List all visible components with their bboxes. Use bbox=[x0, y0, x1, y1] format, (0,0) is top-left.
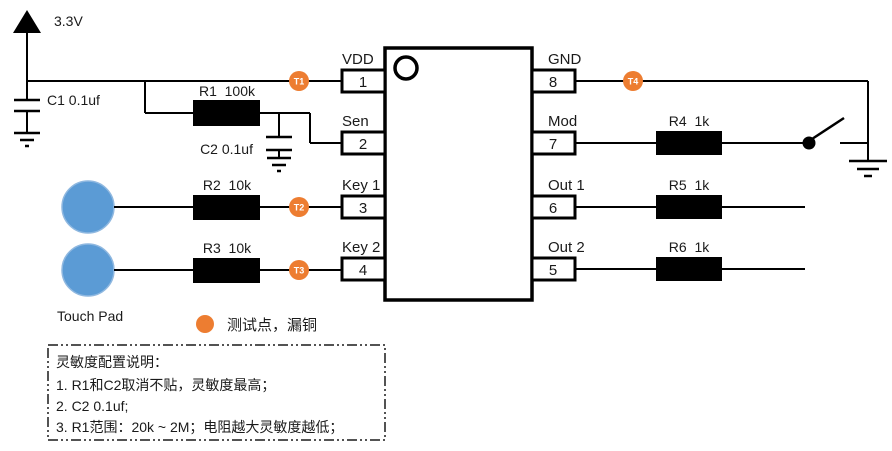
pin-number: 5 bbox=[549, 262, 557, 279]
power-supply-3v3: 3.3V bbox=[13, 10, 83, 81]
c2-label: C2 0.1uf bbox=[200, 141, 253, 157]
notes-line-3: 3. R1范围：20k ~ 2M；电阻越大灵敏度越低； bbox=[56, 419, 343, 436]
touch-pad-2 bbox=[61, 243, 115, 297]
test-point-icon bbox=[289, 197, 309, 217]
power-arrow-icon bbox=[13, 10, 41, 33]
key1-row: R2 10k bbox=[114, 177, 342, 220]
notes-line-2: 2. C2 0.1uf; bbox=[56, 398, 128, 414]
resistor-r3 bbox=[193, 258, 260, 283]
touch-pad-label: Touch Pad bbox=[57, 308, 123, 324]
touch-pad-1 bbox=[61, 180, 115, 234]
out2-row: R6 1k bbox=[575, 239, 805, 281]
resistor-r1-branch: R1 100k bbox=[144, 81, 342, 144]
pin-number: 8 bbox=[549, 74, 557, 91]
mod-row: R4 1k bbox=[575, 113, 868, 155]
test-point-label: T3 bbox=[294, 266, 305, 276]
resistor-r6 bbox=[656, 257, 722, 281]
r2-label: R2 10k bbox=[203, 177, 252, 193]
pin-number: 1 bbox=[359, 74, 367, 91]
test-point-label: T4 bbox=[628, 77, 639, 87]
test-point-t2: T2 bbox=[289, 197, 309, 217]
resistor-r4 bbox=[656, 131, 722, 155]
r3-label: R3 10k bbox=[203, 240, 252, 256]
test-point-label: T2 bbox=[294, 203, 305, 213]
switch bbox=[802, 116, 868, 150]
notes-title: 灵敏度配置说明： bbox=[56, 354, 168, 370]
capacitor-c2: C2 0.1uf bbox=[200, 113, 292, 173]
pin-sen: Sen 2 bbox=[340, 113, 387, 156]
pin-out1: Out 1 6 bbox=[530, 177, 585, 220]
ground-symbol bbox=[267, 156, 291, 173]
c1-label: C1 0.1uf bbox=[47, 92, 100, 108]
touch-pads: Touch Pad bbox=[57, 180, 123, 324]
pin-out2: Out 2 5 bbox=[530, 239, 585, 282]
pin-name-label: Sen bbox=[342, 113, 369, 130]
r1-label: R1 100k bbox=[199, 83, 256, 99]
legend: 测试点，漏铜 bbox=[196, 315, 317, 334]
pin-box bbox=[340, 130, 387, 156]
pin-name-label: Key 1 bbox=[342, 177, 380, 194]
legend-test-point-icon bbox=[196, 315, 214, 333]
resistor-r5 bbox=[656, 195, 722, 219]
ic-right-pins: GND 8 Mod 7 Out 1 6 Out 2 5 bbox=[530, 51, 585, 282]
pin-gnd: GND 8 bbox=[530, 51, 582, 94]
test-point-t1: T1 bbox=[289, 71, 309, 91]
resistor-r2 bbox=[193, 195, 260, 220]
pin-number: 2 bbox=[359, 136, 367, 153]
ic-chip bbox=[383, 46, 534, 302]
pin-number: 6 bbox=[549, 200, 557, 217]
pin-box bbox=[340, 256, 387, 282]
ground-symbol bbox=[14, 131, 40, 148]
r5-label: R5 1k bbox=[669, 177, 710, 193]
r4-label: R4 1k bbox=[669, 113, 710, 129]
switch-lever bbox=[811, 116, 845, 141]
capacitor-c1: C1 0.1uf bbox=[14, 81, 100, 148]
notes-box: 灵敏度配置说明： 1. R1和C2取消不贴，灵敏度最高； 2. C2 0.1uf… bbox=[47, 344, 386, 441]
pin-name-label: Out 1 bbox=[548, 177, 585, 194]
power-label: 3.3V bbox=[54, 13, 83, 29]
legend-text: 测试点，漏铜 bbox=[227, 317, 317, 334]
ic-body bbox=[383, 46, 534, 302]
test-point-t4: T4 bbox=[623, 71, 643, 91]
pin-number: 3 bbox=[359, 200, 367, 217]
out1-row: R5 1k bbox=[575, 177, 805, 219]
test-point-icon bbox=[289, 260, 309, 280]
pin-name-label: Mod bbox=[548, 113, 577, 130]
ground-symbol bbox=[849, 159, 887, 178]
pin-number: 4 bbox=[359, 262, 367, 279]
pin-mod: Mod 7 bbox=[530, 113, 577, 156]
pin-name-label: Out 2 bbox=[548, 239, 585, 256]
pin1-indicator-icon bbox=[393, 55, 419, 81]
test-point-icon bbox=[623, 71, 643, 91]
gnd-net bbox=[575, 80, 887, 178]
test-point-label: T1 bbox=[294, 77, 305, 87]
pin-vdd: VDD 1 bbox=[340, 51, 387, 94]
notes-line-1: 1. R1和C2取消不贴，灵敏度最高； bbox=[56, 377, 275, 394]
pin-name-label: Key 2 bbox=[342, 239, 380, 256]
test-point-icon bbox=[289, 71, 309, 91]
resistor-r1 bbox=[193, 100, 260, 126]
pin-box bbox=[340, 68, 387, 94]
pin-key1: Key 1 3 bbox=[340, 177, 387, 220]
test-point-t3: T3 bbox=[289, 260, 309, 280]
switch-pole-dot bbox=[802, 136, 816, 150]
pin-name-label: VDD bbox=[342, 51, 374, 68]
pin-number: 7 bbox=[549, 136, 557, 153]
pin-box bbox=[340, 194, 387, 220]
pin-name-label: GND bbox=[548, 51, 582, 68]
pin-key2: Key 2 4 bbox=[340, 239, 387, 282]
key2-row: R3 10k bbox=[114, 240, 342, 283]
r6-label: R6 1k bbox=[669, 239, 710, 255]
ic-left-pins: VDD 1 Sen 2 Key 1 3 Key 2 4 bbox=[340, 51, 387, 282]
notes-border bbox=[47, 344, 386, 441]
